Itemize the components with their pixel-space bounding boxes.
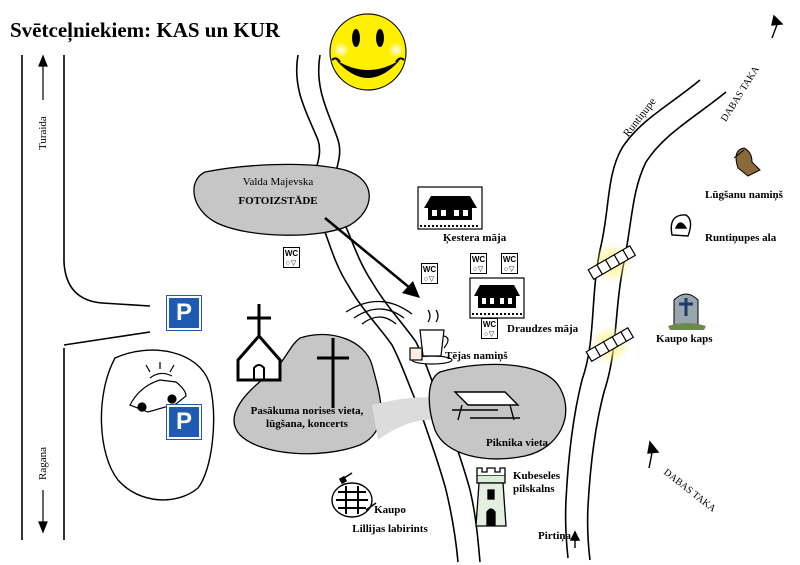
house-icon — [469, 277, 525, 319]
labyrinth-label: Kaupo Lillijas labirints — [340, 504, 440, 536]
wc-label: WC — [502, 255, 517, 264]
wc-sign: WC ○▽ — [283, 247, 300, 268]
bridge-icon — [585, 325, 635, 365]
road-label-turaida: Turaida — [37, 116, 49, 150]
praying-hands-icon — [733, 147, 761, 177]
labyrinth-label-line2: Lillijas labirints — [352, 523, 428, 535]
parking-area — [100, 349, 215, 501]
draudzes-label: Draudzes māja — [507, 323, 579, 335]
signal-arcs — [345, 300, 413, 325]
labyrinth-label-line1: Kaupo — [374, 504, 406, 516]
teacup-icon — [409, 309, 453, 365]
right-path — [564, 79, 727, 561]
car-icon — [129, 362, 187, 413]
road-label-ragana: Ragana — [37, 447, 49, 480]
event-label: Pasākuma norises vieta, lūgšana, koncert… — [243, 405, 371, 431]
wc-sign: WC ○▽ — [470, 253, 487, 274]
hill-label-line2: pilskalns — [513, 483, 555, 495]
wc-sign: WC ○▽ — [501, 253, 518, 274]
house-icon — [417, 186, 483, 230]
event-label-line1: Pasākuma norises vieta, — [250, 405, 364, 417]
kestera-label: Ķestera māja — [443, 232, 507, 244]
cave-label: Runtiņupes ala — [705, 232, 777, 244]
church-icon — [236, 304, 282, 382]
wc-label: WC — [284, 249, 299, 258]
wc-label: WC — [422, 265, 437, 274]
cross-icon — [317, 338, 349, 408]
grave-label: Kaupo kaps — [656, 333, 713, 345]
labyrinth-icon — [331, 472, 377, 518]
picnic-label: Piknika vieta — [486, 437, 549, 449]
wc-symbols: ○▽ — [503, 266, 516, 273]
parking-sign: P — [166, 404, 202, 440]
wc-label: WC — [471, 255, 486, 264]
connector-shade — [372, 397, 440, 440]
cave-icon — [670, 214, 692, 237]
photo-exhibition-author: Valda Majevska — [242, 176, 314, 188]
bridge-icon — [587, 243, 637, 283]
arrow-icon — [324, 217, 420, 298]
picnic-area — [428, 363, 567, 460]
wc-sign: WC ○▽ — [421, 263, 438, 284]
tejas-label: Tējas namiņš — [445, 350, 508, 362]
wc-sign: WC ○▽ — [481, 318, 498, 339]
tower-icon — [475, 467, 507, 527]
parking-sign: P — [166, 295, 202, 331]
wc-symbols: ○▽ — [483, 331, 496, 338]
event-label-line2: lūgšana, koncerts — [266, 418, 348, 430]
road-direction-arrows — [38, 54, 48, 534]
wc-symbols: ○▽ — [472, 266, 485, 273]
wc-label: WC — [482, 320, 497, 329]
gravestone-icon — [668, 293, 706, 330]
wc-symbols: ○▽ — [285, 260, 298, 267]
picnic-table-icon — [452, 391, 520, 421]
main-road — [21, 55, 151, 540]
photo-exhibition-label: Valda Majevska FOTOIZSTĀDE — [228, 176, 328, 208]
hill-label: Kubeseles pilskalns — [513, 470, 560, 496]
photo-exhibition-area — [193, 163, 370, 236]
arrow-icon — [569, 14, 784, 548]
pirtina-label: Pirtiņa — [538, 530, 571, 542]
hill-label-line1: Kubeseles — [513, 470, 561, 482]
page-title: Svētceļniekiem: KAS un KUR — [10, 18, 281, 42]
winding-path — [296, 54, 481, 563]
wc-symbols: ○▽ — [423, 276, 436, 283]
smiley-icon — [329, 13, 407, 91]
photo-exhibition-title: FOTOIZSTĀDE — [238, 195, 318, 207]
prayer-house-label: Lūgšanu namiņš — [705, 189, 783, 201]
